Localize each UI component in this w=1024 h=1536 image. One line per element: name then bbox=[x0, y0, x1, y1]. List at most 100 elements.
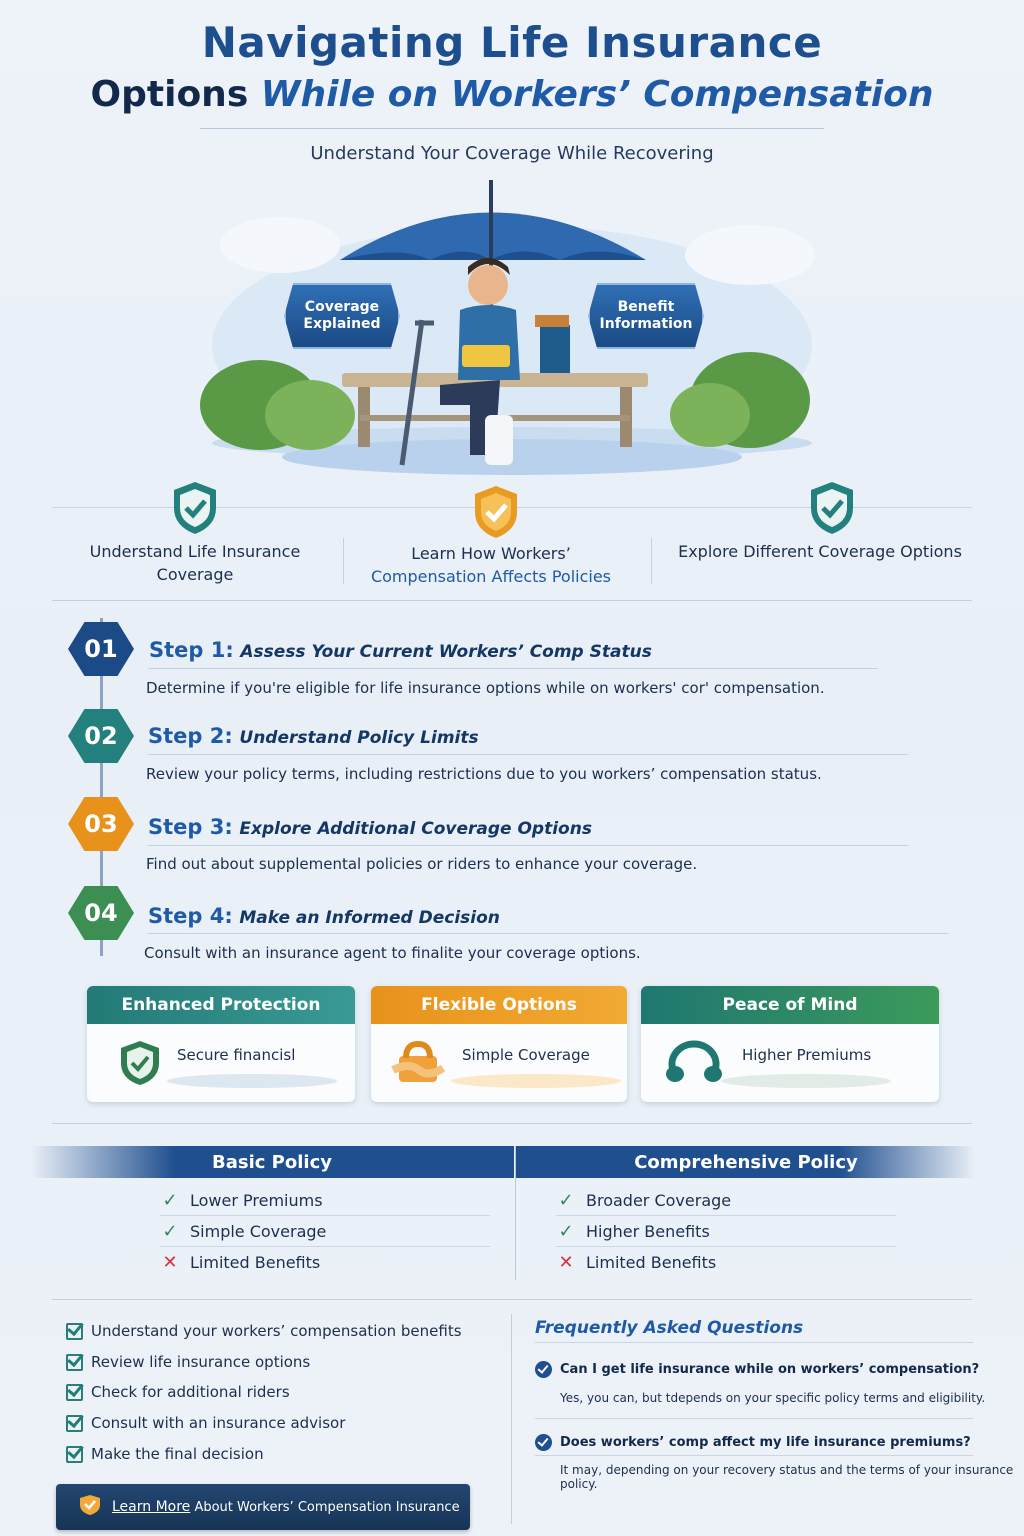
card-decoration bbox=[451, 1074, 621, 1088]
check-circle-icon bbox=[535, 1434, 552, 1451]
page-title-line2: Options While on Workers’ Compensation bbox=[0, 74, 1024, 115]
checklist-label: Make the final decision bbox=[91, 1445, 264, 1463]
circular-arrows-icon bbox=[663, 1040, 725, 1090]
card-flexible-options: Flexible Options Simple Coverage bbox=[371, 986, 627, 1102]
checklist-label: Consult with an insurance advisor bbox=[91, 1414, 346, 1432]
basic-row: ✓Simple Coverage bbox=[160, 1216, 490, 1247]
step-2-number: 02 bbox=[68, 709, 134, 763]
card-title: Peace of Mind bbox=[641, 986, 939, 1024]
feature-learn-how-line2: Compensation Affects Policies bbox=[370, 567, 612, 586]
checklist-item: Consult with an insurance advisor bbox=[66, 1408, 345, 1438]
step-divider bbox=[148, 933, 948, 934]
checkbox-icon bbox=[66, 1353, 83, 1371]
card-title: Flexible Options bbox=[371, 986, 627, 1024]
comprehensive-row-label: Higher Benefits bbox=[586, 1221, 710, 1241]
step-3-number: 03 bbox=[68, 797, 134, 851]
checkbox-icon bbox=[66, 1322, 83, 1340]
feature-learn-how: Learn How Workers’ Compensation Affects … bbox=[346, 542, 636, 588]
hero-scene-image bbox=[200, 180, 815, 475]
step-4-title: Step 4: Make an Informed Decision bbox=[148, 904, 500, 928]
shield-check-icon bbox=[471, 484, 521, 540]
title-options: Options bbox=[90, 74, 249, 115]
step-2-heading: Understand Policy Limits bbox=[239, 728, 479, 748]
step-4-number: 04 bbox=[68, 886, 134, 940]
faq-answer: Yes, you can, but tdepends on your speci… bbox=[560, 1391, 986, 1405]
feature-learn-how-line1: Learn How Workers’ bbox=[411, 544, 571, 563]
check-icon: ✓ bbox=[558, 1220, 574, 1242]
shield-icon bbox=[78, 1494, 102, 1520]
card-decoration bbox=[167, 1074, 337, 1088]
divider bbox=[52, 1123, 972, 1124]
step-4-description: Consult with an insurance agent to final… bbox=[144, 944, 641, 962]
basic-row-label: Lower Premiums bbox=[190, 1190, 323, 1210]
checkbox-icon bbox=[66, 1445, 83, 1463]
step-1-lead: Step 1: bbox=[149, 638, 234, 662]
title-workers-comp: While on Workers’ Compensation bbox=[260, 74, 934, 115]
checklist-item: Understand your workers’ compensation be… bbox=[66, 1316, 462, 1346]
card-title: Enhanced Protection bbox=[87, 986, 355, 1024]
page-subtitle: Understand Your Coverage While Recoverin… bbox=[310, 143, 714, 164]
checklist-item: Make the final decision bbox=[66, 1439, 264, 1469]
faq-title: Frequently Asked Questions bbox=[535, 1318, 804, 1338]
step-rail bbox=[100, 618, 103, 956]
faq-question-text: Can I get life insurance while on worker… bbox=[560, 1362, 980, 1377]
step-4-heading: Make an Informed Decision bbox=[239, 908, 500, 928]
comprehensive-policy-list: ✓Broader Coverage ✓ Higher Benefits ✕ Limi… bbox=[556, 1185, 896, 1278]
shield-check-icon bbox=[807, 480, 857, 536]
comprehensive-row: ✕ Limited Benefits bbox=[556, 1247, 896, 1278]
bottom-separator bbox=[511, 1314, 512, 1524]
faq-question[interactable]: Does workers’ comp affect my life insura… bbox=[535, 1434, 971, 1451]
basic-policy-list: ✓ Lower Premiums ✓Simple Coverage ✕ Limite… bbox=[160, 1185, 490, 1278]
feature-separator bbox=[651, 538, 652, 584]
faq-question[interactable]: Can I get life insurance while on worker… bbox=[535, 1361, 979, 1378]
card-enhanced-protection: Enhanced Protection Secure financisl bbox=[87, 986, 355, 1102]
cross-icon: ✕ bbox=[162, 1252, 178, 1273]
check-icon: ✓ bbox=[558, 1189, 574, 1211]
comprehensive-policy-header: Comprehensive Policy bbox=[516, 1146, 976, 1178]
learn-more-text: About Workers’ Compensation Insurance bbox=[194, 1500, 460, 1515]
faq-question-text: Does workers’ comp affect my life insura… bbox=[560, 1435, 971, 1450]
feature-explore-options: Explore Different Coverage Options bbox=[678, 542, 962, 561]
divider bbox=[200, 128, 824, 129]
shield-check-icon bbox=[119, 1040, 161, 1090]
step-2-lead: Step 2: bbox=[148, 724, 233, 748]
learn-more-link[interactable]: Learn More bbox=[112, 1499, 191, 1515]
comprehensive-row: ✓ Higher Benefits bbox=[556, 1216, 896, 1247]
basic-row: ✕ Limited Benefits bbox=[160, 1247, 490, 1278]
comprehensive-row: ✓Broader Coverage bbox=[556, 1185, 896, 1216]
step-divider bbox=[148, 845, 908, 846]
step-3-lead: Step 3: bbox=[148, 815, 233, 839]
step-divider bbox=[148, 668, 878, 669]
checkbox-icon bbox=[66, 1383, 83, 1401]
check-icon: ✓ bbox=[162, 1189, 178, 1211]
step-4-lead: Step 4: bbox=[148, 904, 233, 928]
checklist-label: Review life insurance options bbox=[91, 1353, 311, 1371]
checklist-item: Review life insurance options bbox=[66, 1347, 310, 1377]
checklist-label: Understand your workers’ compensation be… bbox=[91, 1322, 462, 1340]
shield-check-icon bbox=[170, 480, 220, 536]
check-circle-icon bbox=[535, 1361, 552, 1378]
handshake-icon bbox=[389, 1040, 447, 1090]
learn-more-button[interactable]: Learn More About Workers’ Compensation I… bbox=[56, 1484, 470, 1530]
step-1-description: Determine if you're eligible for life in… bbox=[146, 679, 825, 697]
cross-icon: ✕ bbox=[558, 1252, 574, 1273]
feature-separator bbox=[343, 538, 344, 584]
step-1-heading: Assess Your Current Workers’ Comp Status bbox=[240, 642, 652, 662]
basic-policy-header: Basic Policy bbox=[30, 1146, 514, 1178]
basic-row-label: Simple Coverage bbox=[190, 1221, 327, 1241]
card-decoration bbox=[721, 1074, 891, 1088]
card-text: Simple Coverage bbox=[462, 1046, 590, 1064]
checklist-label: Check for additional riders bbox=[91, 1383, 290, 1401]
step-3-title: Step 3: Explore Additional Coverage Opti… bbox=[148, 815, 592, 839]
basic-row-label: Limited Benefits bbox=[190, 1253, 321, 1272]
comprehensive-row-label: Limited Benefits bbox=[586, 1253, 717, 1272]
step-1-number: 01 bbox=[68, 622, 134, 676]
faq-divider bbox=[535, 1418, 973, 1419]
step-2-description: Review your policy terms, including rest… bbox=[146, 765, 822, 783]
faq-answer: It may, depending on your recovery statu… bbox=[560, 1463, 1014, 1491]
checklist-item: Check for additional riders bbox=[66, 1377, 290, 1407]
step-1-title: Step 1: Assess Your Current Workers’ Com… bbox=[149, 638, 652, 662]
card-text: Higher Premiums bbox=[742, 1046, 872, 1064]
step-3-description: Find out about supplemental policies or … bbox=[146, 855, 698, 873]
step-divider bbox=[148, 754, 908, 755]
